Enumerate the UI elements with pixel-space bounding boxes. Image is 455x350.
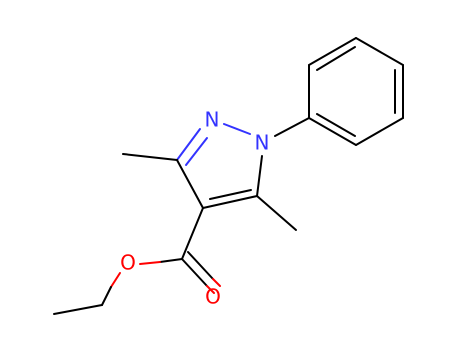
atom-o-carbonyl-label: O: [205, 285, 221, 309]
bond-phenyl-4: [308, 117, 357, 146]
bond-c-o-double-a-red: [206, 285, 215, 294]
pyrazole-ring: [176, 123, 263, 209]
bond-c-o-double-b: [187, 251, 214, 280]
bond-n2-c3-b: [185, 137, 208, 166]
bond-n2-c3-a: [176, 128, 201, 161]
atom-n1-label: N: [255, 131, 270, 155]
bond-c5-methyl: [256, 195, 297, 231]
bond-ethyl: [53, 304, 103, 315]
bond-c-o-ether: [159, 258, 183, 263]
bond-c4-carbonyl-c: [181, 207, 204, 260]
bond-phenyl-1: [355, 37, 404, 66]
bond-phenyl-6: [308, 37, 357, 66]
bond-c4-c5-inner: [209, 189, 252, 200]
atom-o-ether-label: O: [120, 251, 136, 275]
bond-phenyl-6-inner: [316, 46, 356, 71]
bond-c3-c4: [176, 159, 204, 209]
bond-n1-c5: [256, 155, 263, 197]
bond-c-o-double-a: [181, 258, 208, 287]
bond-c3-methyl: [122, 153, 178, 161]
bond-phenyl-4-inner: [316, 113, 356, 137]
ester-group: [53, 207, 221, 315]
bond-phenyl-3: [355, 117, 404, 146]
bond-n1-phenyl: [274, 117, 310, 137]
bond-o-ch2-red: [110, 272, 121, 288]
bond-n1-n2: [223, 123, 251, 135]
phenyl-ring: [308, 37, 404, 146]
bond-o-ch2: [101, 286, 112, 306]
bond-c4-c5: [202, 195, 258, 209]
atom-n2-label: N: [205, 108, 220, 132]
bond-c-o-ether-red: [139, 261, 161, 265]
bond-c-o-double-b-red: [212, 278, 221, 287]
